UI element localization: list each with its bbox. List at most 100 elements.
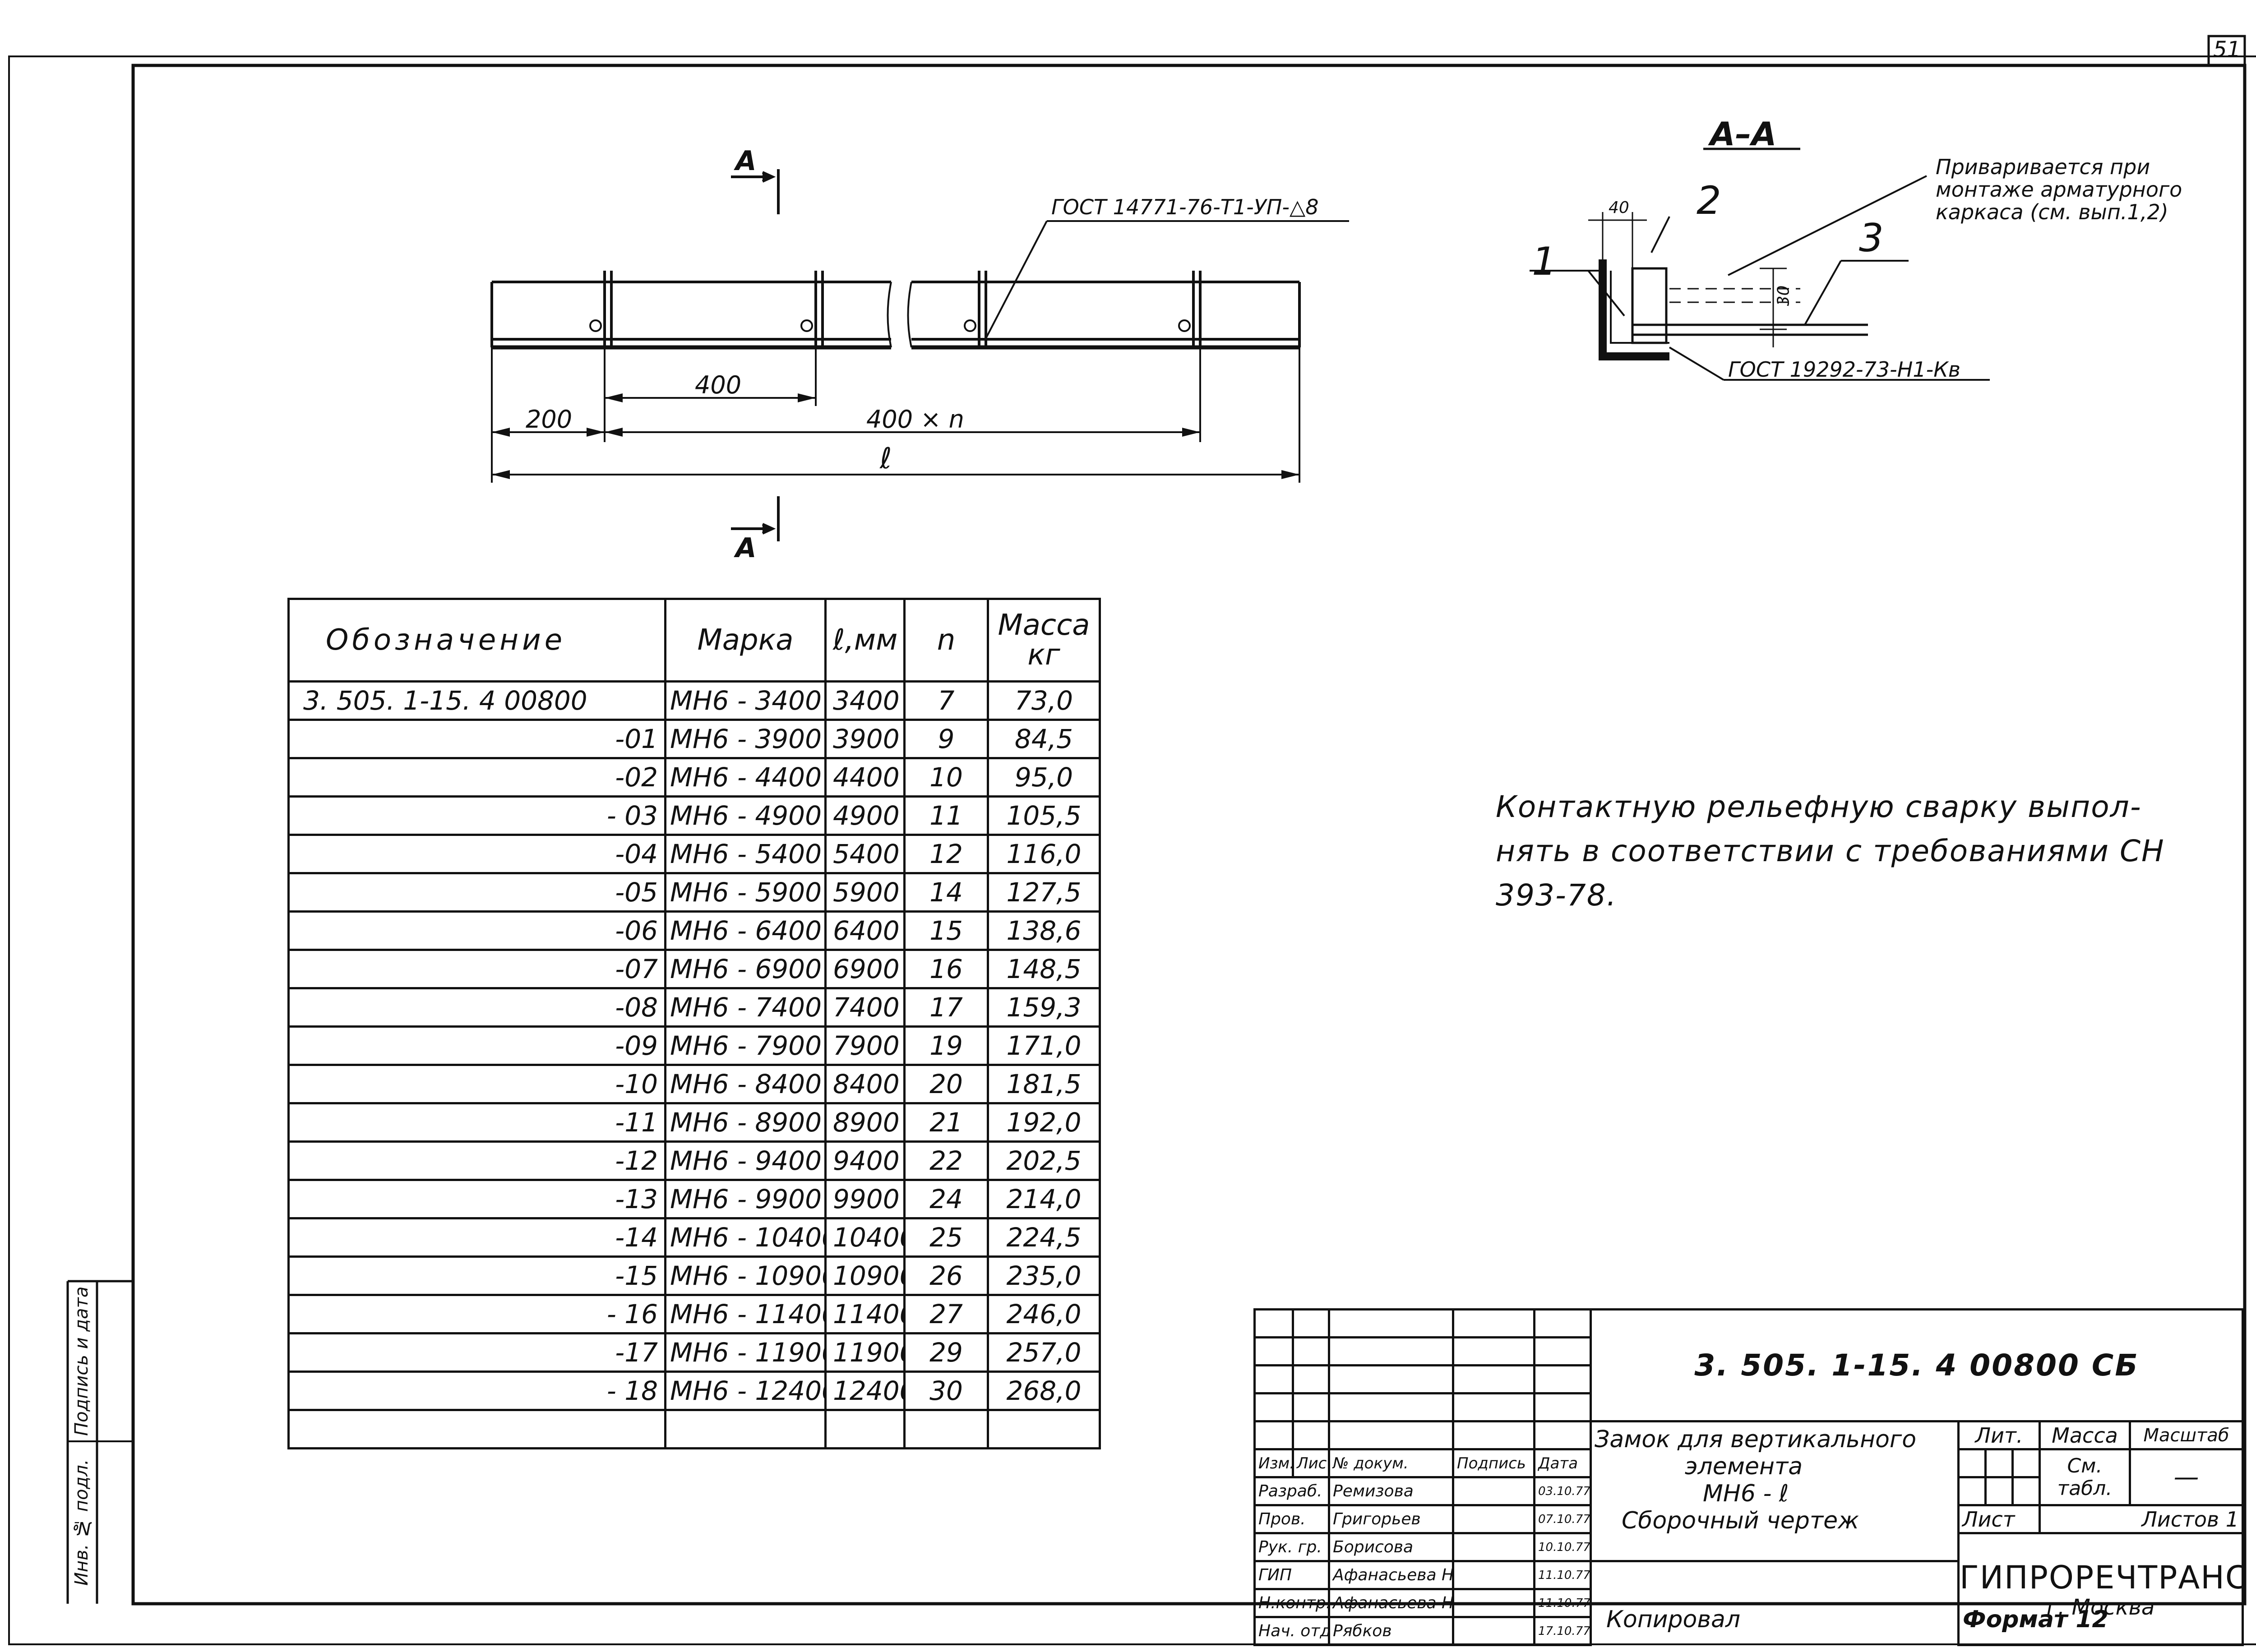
spec-cell-n: 12 [903,834,989,874]
spec-cell-n: 27 [903,1294,989,1334]
title-block: 3. 505. 1-15. 4 00800 СБ Замок для верти… [1253,1308,2244,1646]
spec-cell-mass: 105,5 [987,795,1101,836]
spec-cell-mass: 268,0 [987,1371,1101,1411]
spec-cell-mass: 224,5 [987,1217,1101,1258]
spec-cell-length: 6400 [824,910,906,951]
spec-cell-mass: 171,0 [987,1025,1101,1066]
stamp-signature [1452,1532,1535,1562]
mass-value: См. табл. [2039,1448,2131,1506]
stamp-date: 11.10.77 [1533,1588,1592,1618]
spec-cell-length: 9400 [824,1140,906,1181]
lit-cell [1984,1448,2014,1478]
section-gost-note: ГОСТ 19292-73-Н1-Кв [1728,357,1960,382]
spec-cell-mass: 192,0 [987,1102,1101,1143]
stamp-header-doc-no: № докум. [1328,1448,1454,1478]
spec-cell-designation: -13 [287,1179,666,1219]
spec-cell-designation: -09 [287,1025,666,1066]
spec-cell-length: 3400 [824,680,906,721]
spec-cell-mark: МН6 - 10400 [664,1217,827,1258]
section-mark-top: А [735,145,757,177]
spec-cell-designation: -05 [287,872,666,913]
spec-cell-length: 10900 [824,1255,906,1296]
spec-cell-designation [287,1409,666,1449]
spec-cell-mass: 246,0 [987,1294,1101,1334]
spec-cell-n: 24 [903,1179,989,1219]
dim-length: ℓ [880,442,892,475]
org-city: г. Москва [2046,1594,2155,1620]
stamp-date: 10.10.77 [1533,1532,1592,1562]
dim-pitch: 400 [695,371,742,399]
stamp-role: Рук. гр. [1253,1532,1330,1562]
lit-cell [1984,1476,2014,1506]
spec-cell-mass: 73,0 [987,680,1101,721]
spec-cell-length: 5900 [824,872,906,913]
spec-cell-n: 9 [903,719,989,759]
spec-cell-mass: 138,6 [987,910,1101,951]
spec-cell-n: 11 [903,795,989,836]
header-mass: Масса кг [987,598,1101,683]
title-line-4: Сборочный чертеж [1622,1507,1859,1534]
spec-cell-n: 15 [903,910,989,951]
stamp-role: Н.контр. [1253,1588,1330,1618]
callout-3: 3 [1859,216,1884,261]
spec-cell-mark: МН6 - 11900 [664,1332,827,1373]
spec-cell-length: 10400 [824,1217,906,1258]
section-weld-note: Приваривается при монтаже арматурного ка… [1936,155,2182,224]
spec-cell-mark: МН6 - 10900 [664,1255,827,1296]
scale-value: — [2128,1448,2244,1506]
spec-cell-n: 10 [903,757,989,798]
spec-cell-mark: МН6 - 9400 [664,1140,827,1181]
header-designation: Обозначение [287,598,666,683]
spec-cell-designation: -12 [287,1140,666,1181]
spec-cell-length: 3900 [824,719,906,759]
spec-cell-designation: -04 [287,834,666,874]
callout-2: 2 [1697,178,1721,223]
sheet-number: 51 [2213,37,2241,62]
spec-cell-length: 12400 [824,1371,906,1411]
spec-cell-mass: 214,0 [987,1179,1101,1219]
spec-cell-mass: 148,5 [987,949,1101,989]
stamp-header-izm: Изм. [1253,1448,1294,1478]
section-view [1530,148,1990,381]
doc-code: 3. 505. 1-15. 4 00800 СБ [1589,1308,2244,1422]
spec-cell-designation: -14 [287,1217,666,1258]
sheets-label: Листов 1 [2038,1504,2244,1534]
stamp-header-date: Дата [1533,1448,1592,1478]
title-line-2: элемента [1685,1453,1803,1480]
stamp-header-list: Лист [1292,1448,1330,1478]
stamp-date: 17.10.77 [1533,1616,1592,1646]
spec-cell-designation: -10 [287,1064,666,1104]
dim-40: 40 [1609,198,1629,217]
title-line-3: МН6 - ℓ [1703,1480,1789,1507]
spec-cell-mass: 84,5 [987,719,1101,759]
side-stamp-inv: Инв. № подл. [71,1459,92,1586]
lit-cell [2011,1448,2041,1478]
spec-cell-designation: 3. 505. 1-15. 4 00800 [287,680,666,721]
lit-cell [1957,1476,1987,1506]
spec-header-row: Обозначение Марка ℓ,мм n Масса кг [287,598,1101,683]
spec-cell-length: 4900 [824,795,906,836]
callout-1: 1 [1532,239,1557,284]
spec-cell-designation: -11 [287,1102,666,1143]
stamp-person: Афанасьева Н. [1328,1560,1454,1590]
spec-cell-length: 11900 [824,1332,906,1373]
stamp-header-signature: Подпись [1452,1448,1535,1478]
dim-30: 30 [1774,285,1793,306]
stamp-role: Разраб. [1253,1476,1330,1506]
spec-cell-designation: -06 [287,910,666,951]
section-mark-bottom: А [735,532,757,564]
spec-cell-mass [987,1409,1101,1449]
side-stamp-sign: Подпись и дата [71,1286,92,1436]
header-n: n [903,598,989,683]
spec-cell-length: 8400 [824,1064,906,1104]
